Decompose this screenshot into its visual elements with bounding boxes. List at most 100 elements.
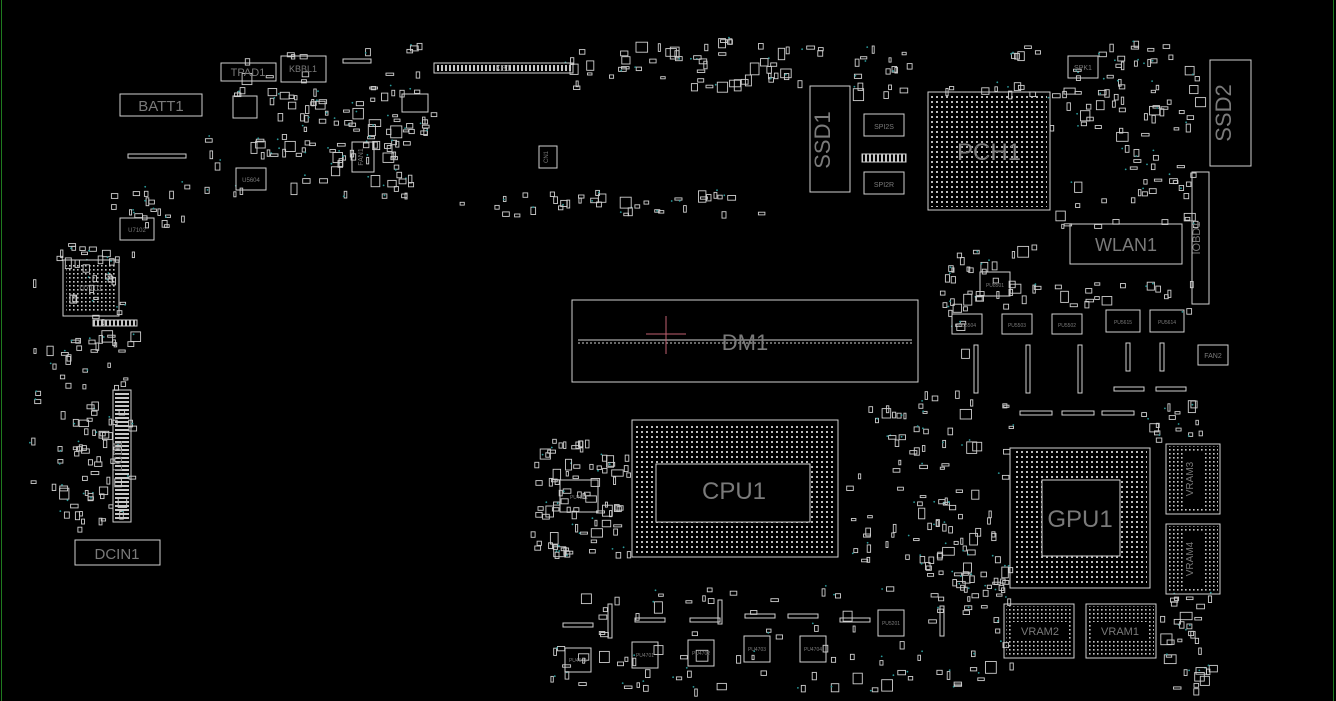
pu4702-chip[interactable]: PU4702 [687,639,715,667]
via [70,339,73,342]
passive-component [100,518,107,522]
passive-component [1120,61,1125,71]
pu5614-chip[interactable]: PU5614 [1149,309,1185,333]
passive-component [1194,616,1203,621]
via [1000,640,1002,643]
dm1-module[interactable]: DM1 [571,299,919,383]
pu5504-chip[interactable]: PU5504 [951,313,983,335]
via [532,206,534,209]
pch1-chip[interactable]: PCH1 [927,91,1051,211]
via [333,117,336,119]
gpu1-chip[interactable]: GPU1 [1009,447,1151,589]
pu4701-chip[interactable]: PU4701 [631,641,659,669]
lcd1-connector[interactable]: LCD1 [111,389,132,523]
passive-component [1178,185,1185,191]
via [1180,187,1182,190]
via [619,211,622,214]
passive-component [924,391,928,400]
via [394,169,397,171]
tpad1-connector[interactable]: TPAD1 [220,62,277,82]
passive-component [927,522,932,531]
pu5503-chip[interactable]: PU5503 [1001,313,1033,335]
passive-component [395,140,400,148]
passive-component [51,483,57,491]
pu4601-chip[interactable]: PU4601 [564,647,592,673]
via [933,500,936,503]
spk1-connector[interactable]: SPK1 [1067,55,1099,79]
passive-component [1190,172,1197,178]
passive-component [1129,166,1138,170]
passive-component [821,588,826,597]
passive-component [82,384,87,390]
via [578,532,581,535]
passive-component [409,45,419,52]
u5604-chip[interactable]: U5604 [235,167,267,191]
passive-component [636,682,640,688]
ssd1-slot[interactable]: SSD1 [809,85,851,193]
passive-component [338,158,344,167]
passive-component [332,152,343,164]
pu4704-chip[interactable]: PU4704 [799,635,827,663]
via [1191,73,1194,76]
spi2s-chip[interactable]: SPI2S [863,113,905,137]
passive-component [980,605,988,609]
cpu1-chip[interactable]: CPU1 [631,419,839,558]
u7102-chip[interactable]: U7102 [119,217,155,241]
pu4703-chip[interactable]: PU4703 [743,635,771,663]
passive-component [917,654,921,661]
passive-component [959,408,972,420]
passive-component [1173,596,1180,601]
pu5615-chip[interactable]: PU5615 [1105,309,1141,333]
via [206,189,209,191]
kbbl1-connector[interactable]: KBBL1 [280,55,327,83]
passive-component [314,100,326,110]
pu5615-label: PU5615 [1114,320,1132,326]
passive-component [494,204,500,210]
via [1187,435,1190,437]
passive-component [277,113,284,122]
passive-component [1080,110,1091,122]
passive-component [1111,100,1116,108]
cn1-connector[interactable]: CN1 [538,145,558,169]
vram3-chip[interactable]: VRAM3 [1165,443,1221,515]
pu5201-chip[interactable]: PU5201 [877,609,905,637]
wlan1-slot[interactable]: WLAN1 [1069,223,1183,265]
passive-component [74,451,80,457]
passive-component [1141,132,1150,137]
via [1076,112,1078,115]
passive-component [1151,114,1156,124]
passive-component [906,63,913,70]
vram4-chip[interactable]: VRAM4 [1165,523,1221,595]
pu5502-chip[interactable]: PU5502 [1051,313,1083,335]
passive-component [1032,284,1036,294]
pu4801-chip[interactable]: PU4801 [559,479,599,513]
passive-component [90,349,99,353]
u7101-chip[interactable]: U7101 [62,259,120,317]
passive-component [850,518,857,522]
passive-component [736,655,742,664]
via [620,69,623,72]
ssd2-slot[interactable]: SSD2 [1209,59,1252,167]
via [685,667,688,669]
dcin1-connector[interactable]: DCIN1 [74,539,161,566]
iobd1-connector[interactable]: IOBD1 [1191,171,1210,305]
vram2-chip[interactable]: VRAM2 [1003,603,1075,659]
via [830,685,833,688]
passive-component [952,579,957,587]
passive-component [75,337,81,344]
kb1-connector[interactable]: KB1 [433,62,574,74]
passive-component [657,43,661,52]
passive-component [270,153,279,157]
passive-component [98,517,103,526]
pu8501-chip[interactable]: PU8501 [979,271,1011,297]
fan2-connector[interactable]: FAN2 [1197,344,1229,366]
passive-component [1074,91,1082,95]
via [634,66,637,68]
passive-component [582,657,586,664]
passive-component [580,531,588,535]
vram1-chip[interactable]: VRAM1 [1085,603,1157,659]
spi2r-chip[interactable]: SPI2R [863,171,905,195]
fan1-connector[interactable]: FAN1 [351,141,375,173]
batt1-connector[interactable]: BATT1 [119,93,203,117]
